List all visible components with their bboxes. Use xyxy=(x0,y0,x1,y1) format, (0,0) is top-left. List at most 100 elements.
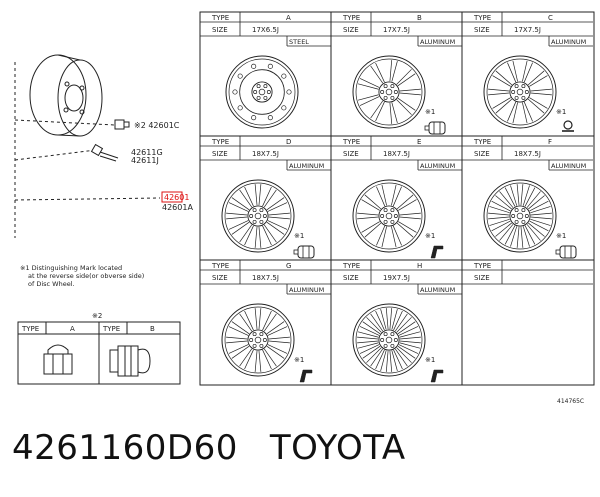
size-label: SIZE xyxy=(212,274,228,282)
highlight-box xyxy=(161,191,183,203)
type-label: TYPE xyxy=(473,262,491,270)
mark-note: ※1 xyxy=(556,108,566,116)
wheel-cell-a: TYPE SIZE A 17X6.5J STEEL xyxy=(200,12,331,129)
wheel-drawing xyxy=(221,179,295,253)
material-value: ALUMINUM xyxy=(420,162,455,170)
size-label: SIZE xyxy=(474,274,490,282)
type-label: TYPE xyxy=(342,138,360,146)
nut-table-mark: ※2 xyxy=(92,312,102,320)
wheel-drawing xyxy=(225,55,299,129)
wheel-cell-b: TYPE SIZE B 17X7.5J ALUMINUM ※1 xyxy=(331,12,462,135)
wheel-cells: TYPE SIZE A 17X6.5J STEEL TYPE SIZE B 17X7.5J ALU… xyxy=(200,12,593,383)
lug-nut-small-icon xyxy=(114,119,130,130)
wheel-drawing xyxy=(483,179,557,253)
mark-note: ※1 xyxy=(425,108,435,116)
part-wheel-label-2: 42601A xyxy=(162,203,193,212)
type-label: TYPE xyxy=(211,138,229,146)
size-value: 17X7.5J xyxy=(383,26,410,34)
wheel-cell-g: TYPE SIZE G 18X7.5J ALUMINUM ※1 xyxy=(200,260,331,383)
wheel-cell-f: TYPE SIZE F 18X7.5J ALUMINUM ※1 xyxy=(462,136,593,259)
type-value: C xyxy=(548,14,553,22)
wheel-drawing xyxy=(221,303,295,377)
material-value: ALUMINUM xyxy=(420,286,455,294)
size-value: 18X7.5J xyxy=(514,150,541,158)
material-value: ALUMINUM xyxy=(289,286,324,294)
part-valve-label-2: 42611J xyxy=(131,156,159,165)
part-wheel-label-1: 42601 xyxy=(164,193,189,202)
type-value: E xyxy=(417,138,421,146)
nut-b-drawing xyxy=(109,345,151,377)
wheel-cell-empty: TYPE SIZE xyxy=(462,260,593,285)
size-label: SIZE xyxy=(474,26,490,34)
size-value: 18X7.5J xyxy=(383,150,410,158)
clip-mark-icon xyxy=(430,245,444,259)
type-value: B xyxy=(417,14,422,22)
wheel-drawing xyxy=(352,179,426,253)
type-label: TYPE xyxy=(342,262,360,270)
size-value: 19X7.5J xyxy=(383,274,410,282)
valve-stem-icon xyxy=(90,143,119,162)
material-value: ALUMINUM xyxy=(289,162,324,170)
size-label: SIZE xyxy=(212,150,228,158)
part-valve-label-1: 42611G xyxy=(131,148,163,157)
footer-part-number: 4261160D60 xyxy=(12,428,238,468)
nut-type-a: A xyxy=(70,325,75,333)
type-label: TYPE xyxy=(473,14,491,22)
size-label: SIZE xyxy=(212,26,228,34)
wheel-cell-h: TYPE SIZE H 19X7.5J ALUMINUM ※1 xyxy=(331,260,462,383)
part-lug-nut-label: ※2 42601C xyxy=(134,121,180,130)
size-value: 18X7.5J xyxy=(252,274,279,282)
material-value: ALUMINUM xyxy=(420,38,455,46)
mark-note: ※1 xyxy=(556,232,566,240)
wheel-drawing xyxy=(352,55,426,129)
type-value: H xyxy=(417,262,422,270)
size-value: 18X7.5J xyxy=(252,150,279,158)
material-value: STEEL xyxy=(289,38,309,46)
wheel-perspective-drawing xyxy=(14,54,161,238)
diagram-code: 414765C xyxy=(557,398,584,405)
mark-note: ※1 xyxy=(294,232,304,240)
valve-mark-icon xyxy=(293,245,315,259)
mark-note: ※1 xyxy=(294,356,304,364)
footer: 4261160D60 TOYOTA xyxy=(12,428,406,468)
note-line-2: at the reverse side(or obverse side) xyxy=(28,272,144,280)
lock-mark-icon xyxy=(562,120,574,132)
material-value: ALUMINUM xyxy=(551,38,586,46)
footer-brand: TOYOTA xyxy=(269,428,406,468)
wheel-cell-c: TYPE SIZE C 17X7.5J ALUMINUM ※1 xyxy=(462,12,593,132)
size-label: SIZE xyxy=(343,274,359,282)
parts-diagram: ※2 42601C 42611G 42611J 42601 42601A ※1 … xyxy=(14,11,595,405)
mark-note: ※1 xyxy=(425,232,435,240)
type-label: TYPE xyxy=(473,138,491,146)
size-value: 17X6.5J xyxy=(252,26,279,34)
wheel-cell-e: TYPE SIZE E 18X7.5J ALUMINUM ※1 xyxy=(331,136,462,259)
type-label: TYPE xyxy=(342,14,360,22)
wheel-drawing xyxy=(483,55,557,129)
type-value: D xyxy=(286,138,291,146)
type-label: TYPE xyxy=(211,262,229,270)
nut-table-type-a-header: TYPE xyxy=(21,325,39,333)
nut-type-table xyxy=(17,321,181,385)
size-value: 17X7.5J xyxy=(514,26,541,34)
nut-a-drawing xyxy=(43,344,73,375)
mark-note: ※1 xyxy=(425,356,435,364)
nut-table-type-b-header: TYPE xyxy=(102,325,120,333)
valve-mark-icon xyxy=(555,245,577,259)
size-label: SIZE xyxy=(474,150,490,158)
wheel-cell-d: TYPE SIZE D 18X7.5J ALUMINUM ※1 xyxy=(200,136,331,259)
note-line-3: of Disc Wheel. xyxy=(28,280,75,288)
wheel-grid-frame xyxy=(199,11,595,386)
size-label: SIZE xyxy=(343,150,359,158)
note-line-1: ※1 Distinguishing Mark located xyxy=(20,264,122,272)
size-label: SIZE xyxy=(343,26,359,34)
clip-mark-icon xyxy=(299,369,313,383)
clip-mark-icon xyxy=(430,369,444,383)
type-value: A xyxy=(286,14,291,22)
material-value: ALUMINUM xyxy=(551,162,586,170)
type-label: TYPE xyxy=(211,14,229,22)
nut-type-b: B xyxy=(150,325,155,333)
valve-mark-icon xyxy=(424,121,446,135)
type-value: G xyxy=(286,262,291,270)
wheel-drawing xyxy=(352,303,426,377)
type-value: F xyxy=(548,138,552,146)
